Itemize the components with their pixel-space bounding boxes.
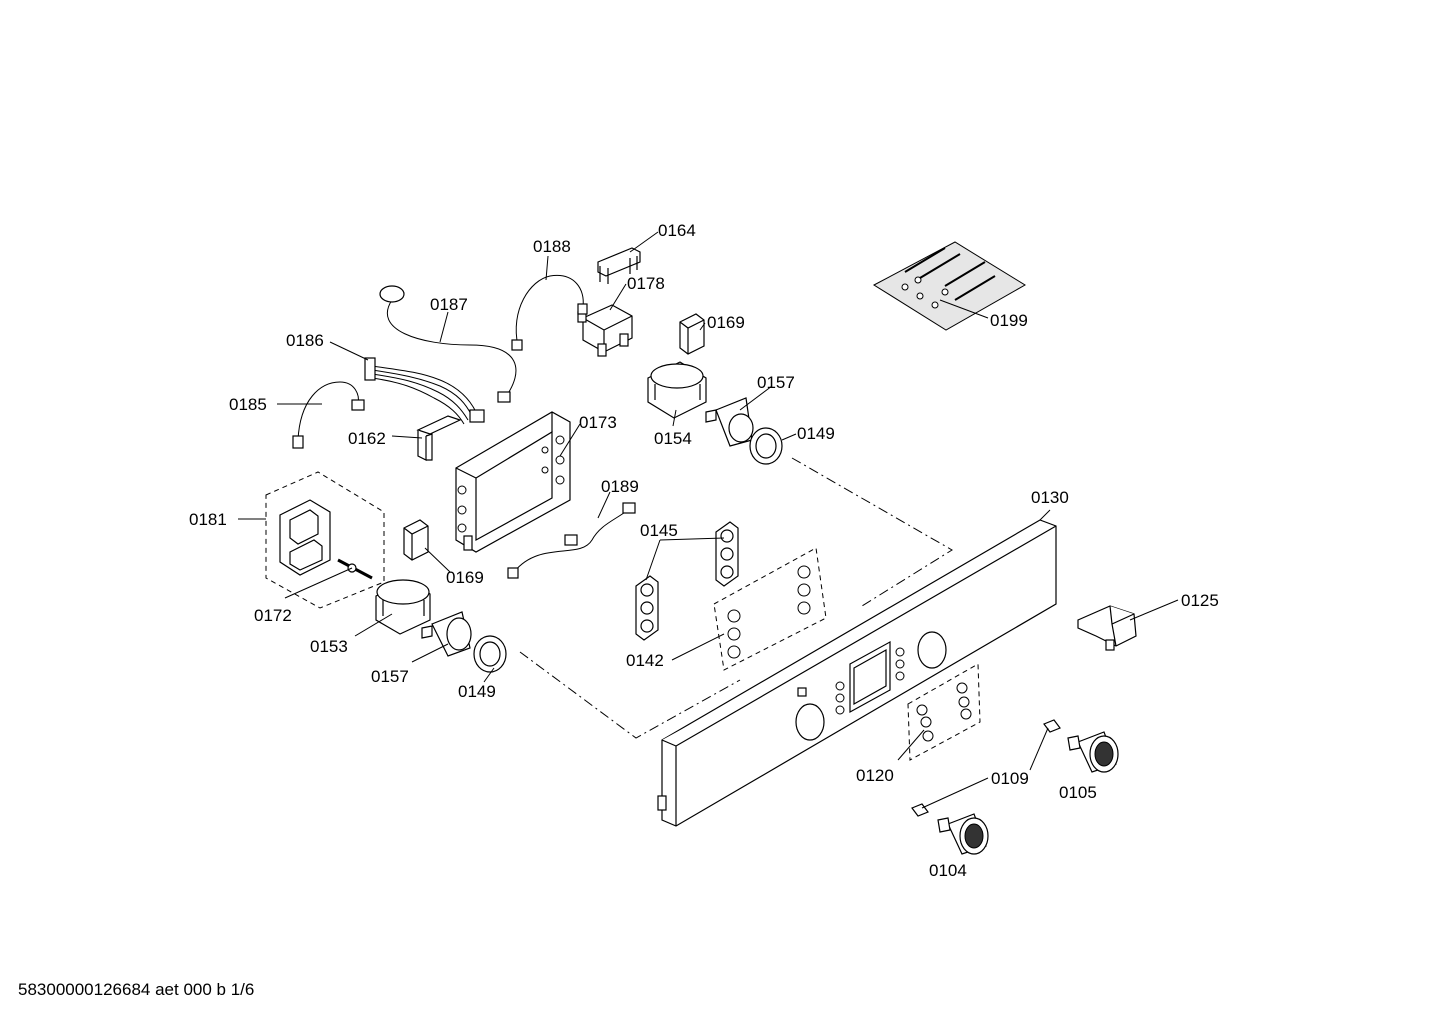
- part-0181-module: [265, 471, 385, 609]
- callout-0187: 0187: [430, 295, 468, 314]
- leader-lines: [238, 231, 1179, 809]
- callout-0125: 0125: [1181, 591, 1219, 610]
- part-0199-screw-bag: [873, 241, 1026, 331]
- part-0109-caps: [911, 719, 1061, 817]
- part-0188-cable: [511, 274, 588, 351]
- part-0185-cable: [292, 381, 365, 449]
- callout-0120: 0120: [856, 766, 894, 785]
- part-0154-cup: [647, 361, 707, 419]
- callout-0142: 0142: [626, 651, 664, 670]
- part-0149-ring-bottom: [473, 635, 507, 673]
- callout-0130: 0130: [1031, 488, 1069, 507]
- part-0125-hinge: [1077, 605, 1137, 651]
- callout-0199: 0199: [990, 311, 1028, 330]
- callout-0105: 0105: [1059, 783, 1097, 802]
- callout-0164: 0164: [658, 221, 696, 240]
- part-0162-bracket: [416, 415, 462, 461]
- callout-0104: 0104: [929, 861, 967, 880]
- part-0157-shaft-bottom: [421, 611, 472, 657]
- part-0189-cable: [507, 502, 636, 579]
- callout-0181: 0181: [189, 510, 227, 529]
- callout-0149-top: 0149: [797, 424, 835, 443]
- callout-0153: 0153: [310, 637, 348, 656]
- callout-0154: 0154: [654, 429, 692, 448]
- part-0164-clip: [597, 247, 641, 284]
- callout-0173: 0173: [579, 413, 617, 432]
- part-0130-front-panel: [657, 519, 1057, 827]
- callout-0186: 0186: [286, 331, 324, 350]
- callout-0149-bottom: 0149: [458, 682, 496, 701]
- callout-labels: 0188 0164 0178 0187 0169 0186 0199 0157 …: [189, 221, 1219, 880]
- part-0173-frame: [455, 411, 571, 553]
- part-0142-buttons: [713, 547, 827, 671]
- part-0169-bottom: [403, 519, 429, 561]
- part-0104-knob: [937, 813, 989, 855]
- callout-0145: 0145: [640, 521, 678, 540]
- callout-0178: 0178: [627, 274, 665, 293]
- callout-0157-top: 0157: [757, 373, 795, 392]
- document-footer-id: 58300000126684 aet 000 b 1/6: [18, 980, 255, 999]
- part-0187-cable: [379, 285, 517, 403]
- callout-0157-bottom: 0157: [371, 667, 409, 686]
- part-0172-spindle: [337, 558, 373, 580]
- part-0149-ring-top: [749, 427, 783, 465]
- part-0153-cup: [375, 579, 431, 635]
- callout-0169-bottom: 0169: [446, 568, 484, 587]
- part-0145-button-strips: [635, 521, 739, 641]
- callout-0162: 0162: [348, 429, 386, 448]
- callout-0185: 0185: [229, 395, 267, 414]
- callout-0189: 0189: [601, 477, 639, 496]
- callout-0172: 0172: [254, 606, 292, 625]
- callout-0188: 0188: [533, 237, 571, 256]
- assembly-guide-lines: [519, 457, 953, 739]
- part-0169-top: [679, 313, 705, 355]
- part-0120-screws: [907, 663, 981, 761]
- callout-0109: 0109: [991, 769, 1029, 788]
- part-0105-knob: [1067, 731, 1119, 773]
- part-0178-switch: [577, 304, 633, 357]
- callout-0169-top: 0169: [707, 313, 745, 332]
- part-0186-flat-cable: [364, 357, 485, 425]
